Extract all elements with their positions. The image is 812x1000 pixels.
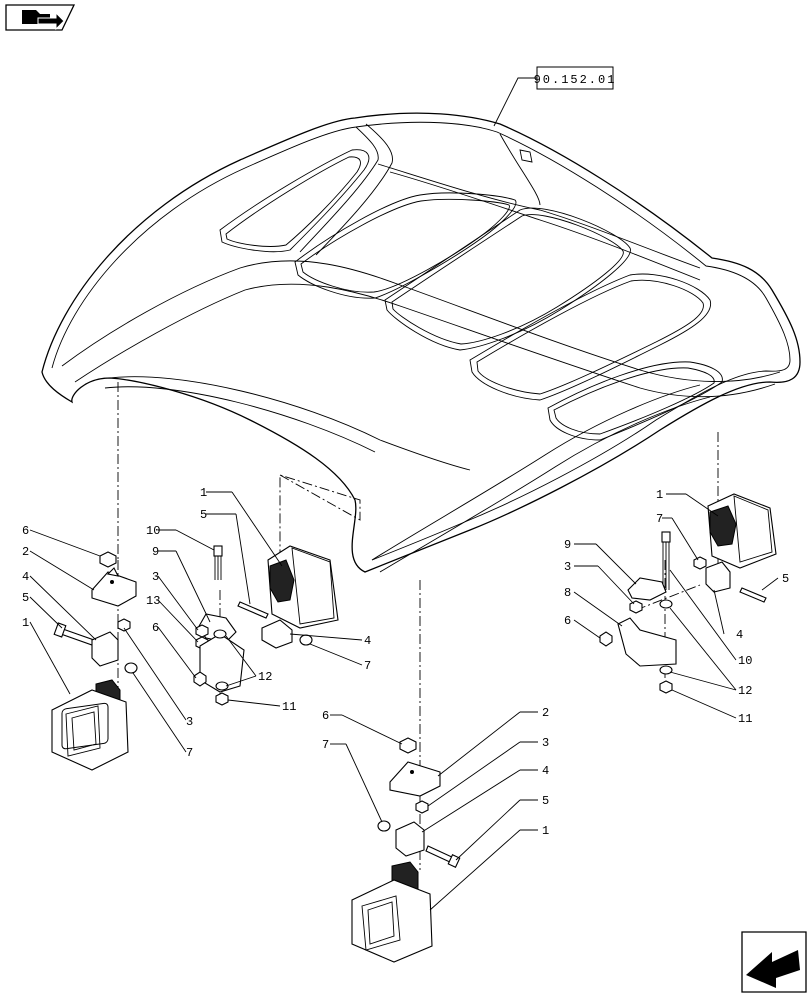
callout-number[interactable]: 10 — [146, 524, 160, 538]
callout-number[interactable]: 4 — [22, 570, 29, 584]
callouts-right: 1 7 9 3 8 6 5 4 10 12 11 — [564, 488, 789, 726]
callout-number[interactable]: 5 — [200, 508, 207, 522]
reference-code-box[interactable]: 90.152.01 — [534, 66, 617, 90]
right-lamp-assembly — [599, 493, 777, 694]
callout-number[interactable]: 3 — [564, 560, 571, 574]
callout-number[interactable]: 3 — [542, 736, 549, 750]
callout-number[interactable]: 6 — [322, 709, 329, 723]
callout-number[interactable]: 1 — [200, 486, 207, 500]
callout-number[interactable]: 5 — [782, 572, 789, 586]
callout-leaders — [29, 491, 779, 911]
callout-number[interactable]: 1 — [656, 488, 663, 502]
callout-number[interactable]: 12 — [258, 670, 272, 684]
callout-number[interactable]: 11 — [282, 700, 296, 714]
callout-number[interactable]: 4 — [736, 628, 743, 642]
callout-number[interactable]: 7 — [364, 659, 371, 673]
callout-number[interactable]: 7 — [322, 738, 329, 752]
centerline-right-bracket — [635, 584, 701, 611]
callout-number[interactable]: 4 — [364, 634, 371, 648]
callout-number[interactable]: 6 — [152, 621, 159, 635]
callout-number[interactable]: 11 — [738, 712, 752, 726]
cab-roof-panel — [41, 112, 801, 573]
callout-number[interactable]: 7 — [186, 746, 193, 760]
callout-number[interactable]: 10 — [738, 654, 752, 668]
callout-number[interactable]: 9 — [152, 545, 159, 559]
centerline-middle — [279, 474, 361, 600]
callout-number[interactable]: 9 — [564, 538, 571, 552]
callout-number[interactable]: 3 — [186, 715, 193, 729]
reference-code-text: 90.152.01 — [534, 73, 617, 87]
reference-leader — [493, 77, 537, 127]
callouts-middle: 1 5 10 9 3 13 6 4 7 12 11 — [146, 486, 371, 714]
callout-number[interactable]: 12 — [738, 684, 752, 698]
callout-number[interactable]: 4 — [542, 764, 549, 778]
callout-number[interactable]: 1 — [22, 616, 29, 630]
left-lamp-assembly — [51, 551, 138, 771]
callout-number[interactable]: 5 — [542, 794, 549, 808]
folder-navigation-icon[interactable] — [5, 4, 76, 31]
callout-number[interactable]: 5 — [22, 591, 29, 605]
callout-number[interactable]: 3 — [152, 570, 159, 584]
callout-number[interactable]: 8 — [564, 586, 571, 600]
bottom-lamp-assembly — [351, 737, 461, 963]
callout-number[interactable]: 2 — [22, 545, 29, 559]
middle-lamp-assembly — [193, 545, 339, 706]
callout-number[interactable]: 13 — [146, 594, 160, 608]
previous-page-arrow-icon[interactable] — [741, 931, 807, 993]
callouts-bottom: 6 2 3 7 4 5 1 — [322, 706, 549, 838]
callouts-left: 6 2 4 5 1 3 7 — [22, 524, 193, 760]
callout-number[interactable]: 2 — [542, 706, 549, 720]
callout-number[interactable]: 6 — [22, 524, 29, 538]
callout-number[interactable]: 6 — [564, 614, 571, 628]
callout-number[interactable]: 1 — [542, 824, 549, 838]
callout-number[interactable]: 7 — [656, 512, 663, 526]
